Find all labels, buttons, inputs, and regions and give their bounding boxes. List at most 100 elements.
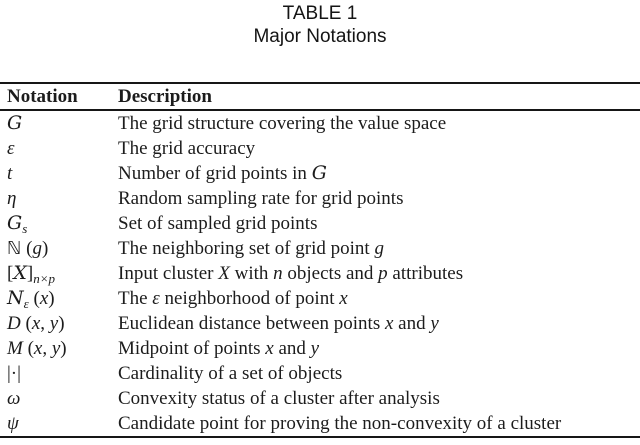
- notation-cell: |·|: [0, 361, 118, 386]
- table-row: Nε (x)The ε neighborhood of point x: [0, 286, 640, 311]
- text-segment: X: [13, 262, 27, 284]
- text-segment: x: [339, 288, 348, 309]
- text-segment: t: [7, 163, 13, 184]
- text-segment: ,: [40, 313, 50, 334]
- text-segment: (: [21, 238, 33, 259]
- text-segment: and: [273, 338, 311, 359]
- notation-cell: ω: [0, 386, 118, 411]
- description-cell: Number of grid points in G: [118, 161, 640, 186]
- text-segment: Number of grid points in: [118, 163, 312, 184]
- description-cell: Midpoint of points x and y: [118, 336, 640, 361]
- table-row: |·| Cardinality of a set of objects: [0, 361, 640, 386]
- notation-cell: [X]n×p: [0, 261, 118, 286]
- description-cell: Euclidean distance between points x and …: [118, 311, 640, 336]
- description-cell: Random sampling rate for grid points: [118, 186, 640, 211]
- text-segment: g: [32, 238, 43, 259]
- notation-cell: G: [0, 110, 118, 136]
- description-cell: Set of sampled grid points: [118, 211, 640, 236]
- text-segment: x: [384, 313, 394, 334]
- text-segment: G: [311, 162, 327, 184]
- text-segment: [: [7, 263, 14, 284]
- text-segment: attributes: [387, 263, 464, 284]
- text-segment: ℕ: [7, 238, 22, 259]
- notation-cell: ℕ (g): [0, 236, 118, 261]
- text-segment: Convexity status of a cluster after anal…: [118, 388, 440, 409]
- text-segment: The: [118, 288, 153, 309]
- text-segment: Set of sampled grid points: [118, 213, 318, 234]
- text-segment: y: [310, 338, 320, 359]
- table-row: t Number of grid points in G: [0, 161, 640, 186]
- text-segment: ε: [7, 138, 15, 159]
- notation-cell: Gs: [0, 211, 118, 236]
- text-segment: x: [265, 338, 274, 359]
- text-segment: x: [33, 338, 43, 359]
- notation-cell: D (x, y): [0, 311, 118, 336]
- text-segment: Euclidean distance between points: [118, 313, 385, 334]
- notation-cell: M (x, y): [0, 336, 118, 361]
- text-segment: ): [58, 313, 65, 334]
- text-segment: |·|: [7, 363, 21, 384]
- description-cell: The grid structure covering the value sp…: [118, 110, 640, 136]
- notation-cell: t: [0, 161, 118, 186]
- text-segment: with: [229, 263, 274, 284]
- description-cell: The grid accuracy: [118, 136, 640, 161]
- notation-cell: ψ: [0, 411, 118, 437]
- table-title: Major Notations: [253, 26, 387, 47]
- description-cell: Convexity status of a cluster after anal…: [118, 386, 640, 411]
- table-row: ψ Candidate point for proving the non-con…: [0, 411, 640, 437]
- text-segment: D: [7, 313, 21, 334]
- description-cell: Input cluster X with n objects and p att…: [118, 261, 640, 286]
- text-segment: Random sampling rate for grid points: [118, 188, 404, 209]
- text-segment: ,: [42, 338, 52, 359]
- text-segment: objects and: [282, 263, 379, 284]
- text-segment: and: [393, 313, 431, 334]
- text-segment: η: [7, 188, 17, 209]
- text-segment: The neighboring set of grid point: [118, 238, 375, 259]
- table-row: ℕ (g)The neighboring set of grid point g: [0, 236, 640, 261]
- text-segment: y: [430, 313, 439, 334]
- description-cell: Candidate point for proving the non-conv…: [118, 411, 640, 437]
- notation-cell: ε: [0, 136, 118, 161]
- text-segment: neighborhood of point: [159, 288, 340, 309]
- text-segment: ): [48, 288, 55, 309]
- text-segment: ε: [152, 288, 160, 309]
- table-row: η Random sampling rate for grid points: [0, 186, 640, 211]
- table-row: D (x, y)Euclidean distance between point…: [0, 311, 640, 336]
- text-segment: n: [273, 263, 283, 284]
- table-caption: TABLE 1 Major Notations: [0, 2, 640, 48]
- text-segment: Candidate point for proving the non-conv…: [118, 413, 562, 434]
- text-segment: g: [374, 238, 384, 259]
- table-row: ω Convexity status of a cluster after ana…: [0, 386, 640, 411]
- text-segment: N: [7, 287, 24, 309]
- col-header-description: Description: [118, 83, 640, 111]
- text-segment: ): [42, 238, 49, 259]
- text-segment: M: [7, 338, 23, 359]
- text-segment: The grid accuracy: [118, 138, 256, 159]
- text-segment: ε: [23, 296, 29, 311]
- text-segment: (: [28, 288, 40, 309]
- table-number: TABLE 1: [282, 3, 358, 24]
- text-segment: (: [20, 313, 32, 334]
- text-segment: Midpoint of points: [118, 338, 266, 359]
- table-row: ε The grid accuracy: [0, 136, 640, 161]
- description-cell: The ε neighborhood of point x: [118, 286, 640, 311]
- text-segment: ]: [26, 263, 34, 284]
- text-segment: ω: [7, 388, 21, 409]
- text-segment: (: [22, 338, 34, 359]
- table-header-row: Notation Description: [0, 83, 640, 111]
- text-segment: The grid structure covering the value sp…: [118, 113, 447, 134]
- text-segment: x: [39, 288, 49, 309]
- text-segment: p: [378, 263, 388, 284]
- text-segment: ψ: [7, 413, 19, 434]
- description-cell: Cardinality of a set of objects: [118, 361, 640, 386]
- text-segment: X: [218, 263, 230, 284]
- text-segment: y: [51, 338, 61, 359]
- text-segment: n×p: [33, 271, 55, 286]
- text-segment: ): [60, 338, 67, 359]
